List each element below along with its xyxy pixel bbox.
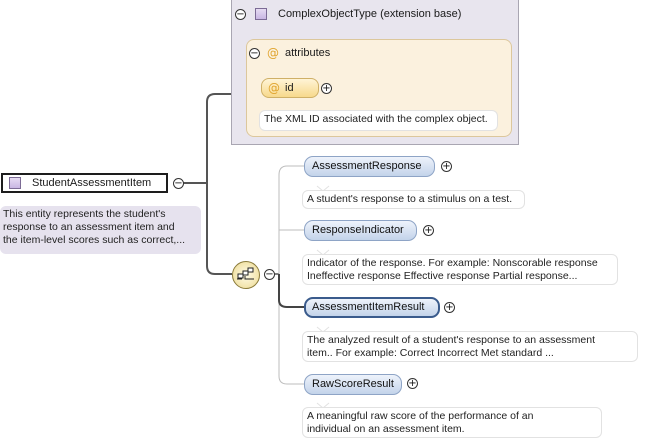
attribute-id-expand-icon[interactable]: +	[321, 83, 332, 94]
response-indicator-expand-icon[interactable]: +	[423, 225, 434, 236]
attribute-id-description: The XML ID associated with the complex o…	[259, 110, 498, 131]
assessment-item-result-expand-icon[interactable]: +	[444, 302, 455, 313]
main-element-description: This entity represents the student's res…	[0, 206, 201, 254]
attribute-at-icon: @	[267, 46, 279, 60]
complex-type-icon	[255, 8, 267, 20]
attribute-id-at-icon: @	[268, 81, 280, 95]
element-response-indicator[interactable]: ResponseIndicator	[304, 220, 417, 241]
assessment-response-expand-icon[interactable]: +	[441, 161, 452, 172]
complex-type-label: ComplexObjectType (extension base)	[278, 8, 462, 20]
attribute-id-pill[interactable]	[261, 78, 319, 98]
sequence-compositor-icon[interactable]	[232, 261, 260, 289]
main-element-collapse-icon[interactable]: −	[173, 178, 184, 189]
attributes-group-label: attributes	[285, 47, 331, 59]
main-element-type-icon	[9, 177, 21, 189]
main-element-name: StudentAssessmentItem	[32, 177, 152, 189]
sequence-glyph-icon	[237, 267, 254, 280]
raw-score-result-description: A meaningful raw score of the performanc…	[302, 407, 602, 438]
complex-type-collapse-icon[interactable]: −	[235, 9, 246, 20]
main-element-box[interactable]	[1, 173, 168, 193]
response-indicator-description: Indicator of the response. For example: …	[302, 254, 618, 285]
element-assessment-item-result[interactable]: AssessmentItemResult	[304, 297, 440, 318]
assessment-response-description: A student's response to a stimulus on a …	[302, 190, 525, 209]
raw-score-result-expand-icon[interactable]: +	[407, 378, 418, 389]
assessment-item-result-description: The analyzed result of a student's respo…	[302, 331, 638, 362]
sequence-collapse-icon[interactable]: −	[264, 269, 275, 280]
attributes-collapse-icon[interactable]: −	[249, 48, 260, 59]
element-assessment-response[interactable]: AssessmentResponse	[304, 156, 435, 177]
attribute-id-name: id	[285, 82, 294, 94]
element-raw-score-result[interactable]: RawScoreResult	[304, 374, 402, 395]
